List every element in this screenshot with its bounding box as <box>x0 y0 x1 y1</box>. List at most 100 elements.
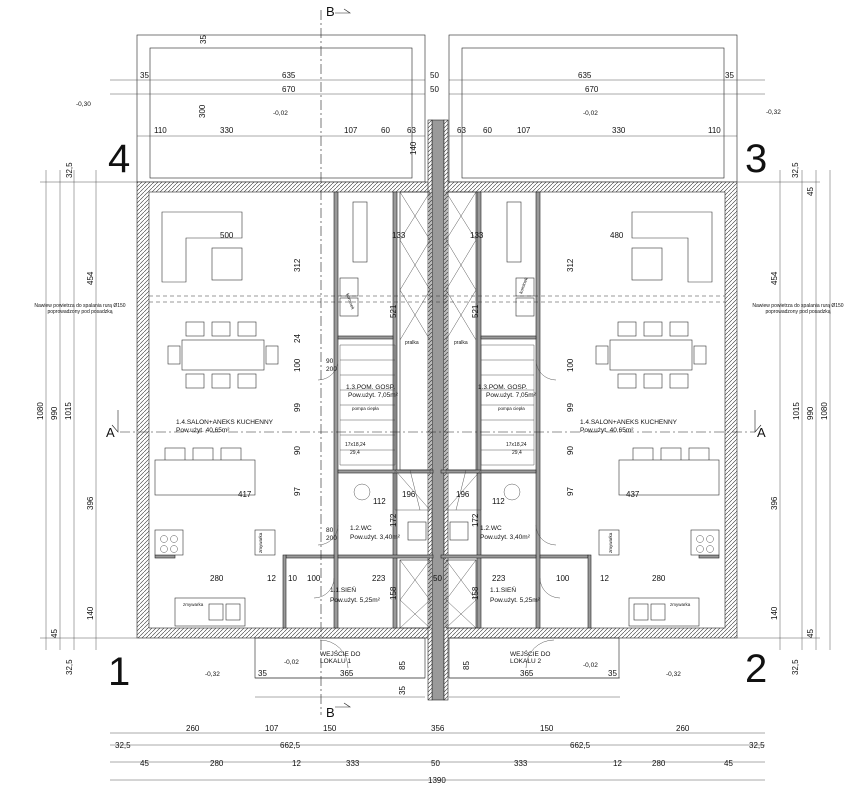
winding-stairs-right <box>445 344 535 511</box>
svg-text:333: 333 <box>346 759 360 768</box>
svg-text:17x18,24: 17x18,24 <box>345 442 366 448</box>
note-nawiew-left: Nawiew powietrza do spalania rurą Ø150 p… <box>34 303 126 315</box>
svg-text:32,5: 32,5 <box>791 162 800 178</box>
svg-text:330: 330 <box>220 126 234 135</box>
svg-text:63: 63 <box>457 126 466 135</box>
corner-number-2: 2 <box>745 647 767 691</box>
svg-text:990: 990 <box>50 406 59 420</box>
svg-text:pralka: pralka <box>454 340 468 346</box>
svg-text:396: 396 <box>86 496 95 510</box>
svg-text:-0,32: -0,32 <box>666 671 681 678</box>
svg-text:356: 356 <box>431 724 445 733</box>
door-swings <box>313 359 561 669</box>
room-gosp-left: 1.3.POM. GOSP. <box>346 384 395 391</box>
svg-text:454: 454 <box>770 271 779 285</box>
room-gosp-area-left: Pow.użyt. 7,05m² <box>348 392 399 399</box>
svg-text:50: 50 <box>430 71 439 80</box>
svg-text:zmywarka: zmywarka <box>183 602 204 607</box>
svg-text:85: 85 <box>462 661 471 670</box>
svg-text:35: 35 <box>725 71 734 80</box>
dims-interior: 500 480 133 133 312 312 521 521 24 100 1… <box>210 231 666 600</box>
svg-text:35: 35 <box>608 669 617 678</box>
svg-text:50: 50 <box>430 85 439 94</box>
svg-text:300: 300 <box>198 104 207 118</box>
note-nawiew-right: Nawiew powietrza do spalania rurą Ø150 p… <box>752 303 844 315</box>
svg-text:32,5: 32,5 <box>791 659 800 675</box>
svg-text:35: 35 <box>398 686 407 695</box>
corner-number-4: 4 <box>108 137 130 181</box>
svg-text:45: 45 <box>50 629 59 638</box>
svg-text:35: 35 <box>140 71 149 80</box>
svg-text:kominek: kominek <box>518 276 529 294</box>
axis-arrow-right <box>754 410 762 433</box>
svg-text:223: 223 <box>372 574 386 583</box>
svg-text:260: 260 <box>186 724 200 733</box>
svg-text:312: 312 <box>293 258 302 272</box>
svg-text:454: 454 <box>86 271 95 285</box>
svg-text:97: 97 <box>293 487 302 496</box>
svg-text:45: 45 <box>806 187 815 196</box>
room-salon-left: 1.4.SALON+ANEKS KUCHENNY <box>176 419 274 426</box>
svg-text:196: 196 <box>456 490 470 499</box>
svg-text:29,4: 29,4 <box>512 450 522 456</box>
axis-mark-left: A <box>106 425 115 440</box>
room-sien-left: 1.1.SIEŃ <box>330 585 356 594</box>
svg-text:635: 635 <box>282 71 296 80</box>
entry-stoop-left <box>254 637 426 679</box>
svg-text:12: 12 <box>600 574 609 583</box>
svg-text:280: 280 <box>210 574 224 583</box>
svg-text:196: 196 <box>402 490 416 499</box>
svg-text:-0,32: -0,32 <box>205 671 220 678</box>
svg-text:1015: 1015 <box>64 402 73 420</box>
fixture-labels: pralka pralka pompa ciepła pompa ciepła … <box>34 276 844 607</box>
svg-text:365: 365 <box>520 669 534 678</box>
svg-text:223: 223 <box>492 574 506 583</box>
svg-text:158: 158 <box>389 586 398 600</box>
room-sien-right: 1.1.SIEŃ <box>490 585 516 594</box>
dims-bottom: 35 365 85 35 365 35 85 260 107 150 356 1… <box>115 661 765 785</box>
svg-text:-0,02: -0,02 <box>583 110 598 117</box>
svg-text:1390: 1390 <box>428 776 446 785</box>
room-wc-area-left: Pow.użyt. 3,40m² <box>350 534 401 541</box>
svg-text:1080: 1080 <box>36 402 45 420</box>
roof-inner-right <box>461 47 725 179</box>
svg-text:107: 107 <box>517 126 531 135</box>
svg-text:50: 50 <box>431 759 440 768</box>
svg-text:200: 200 <box>326 535 337 542</box>
svg-text:63: 63 <box>407 126 416 135</box>
svg-text:-0,02: -0,02 <box>583 662 598 669</box>
svg-text:670: 670 <box>585 85 599 94</box>
svg-text:pompa ciepła: pompa ciepła <box>352 406 379 411</box>
corner-number-1: 1 <box>108 650 130 694</box>
svg-text:32,5: 32,5 <box>65 659 74 675</box>
svg-text:521: 521 <box>471 304 480 318</box>
svg-text:990: 990 <box>806 406 815 420</box>
svg-text:-0,32: -0,32 <box>766 109 781 116</box>
svg-text:17x18,24: 17x18,24 <box>506 442 527 448</box>
svg-text:521: 521 <box>389 304 398 318</box>
svg-text:662,5: 662,5 <box>280 741 301 750</box>
svg-text:112: 112 <box>492 497 505 506</box>
svg-text:29,4: 29,4 <box>350 450 360 456</box>
svg-text:45: 45 <box>140 759 149 768</box>
svg-text:140: 140 <box>770 606 779 620</box>
room-salon-area-right: Pow.użyt. 40,65m² <box>580 427 634 434</box>
room-gosp-area-right: Pow.użyt. 7,05m² <box>486 392 537 399</box>
level-marks: -0,30 -0,02 -0,02 -0,32 -0,02 -0,32 -0,0… <box>76 101 781 678</box>
svg-text:110: 110 <box>154 126 167 135</box>
svg-text:90: 90 <box>326 358 334 365</box>
svg-text:140: 140 <box>409 141 418 155</box>
svg-text:112: 112 <box>373 497 386 506</box>
svg-text:158: 158 <box>471 586 480 600</box>
svg-text:133: 133 <box>392 231 406 240</box>
svg-text:107: 107 <box>344 126 358 135</box>
svg-text:330: 330 <box>612 126 626 135</box>
svg-text:480: 480 <box>610 231 624 240</box>
svg-text:pompa ciepła: pompa ciepła <box>498 406 525 411</box>
roof-outline-right <box>448 34 738 183</box>
svg-text:100: 100 <box>307 574 321 583</box>
svg-text:99: 99 <box>293 403 302 412</box>
svg-text:-0,02: -0,02 <box>273 110 288 117</box>
